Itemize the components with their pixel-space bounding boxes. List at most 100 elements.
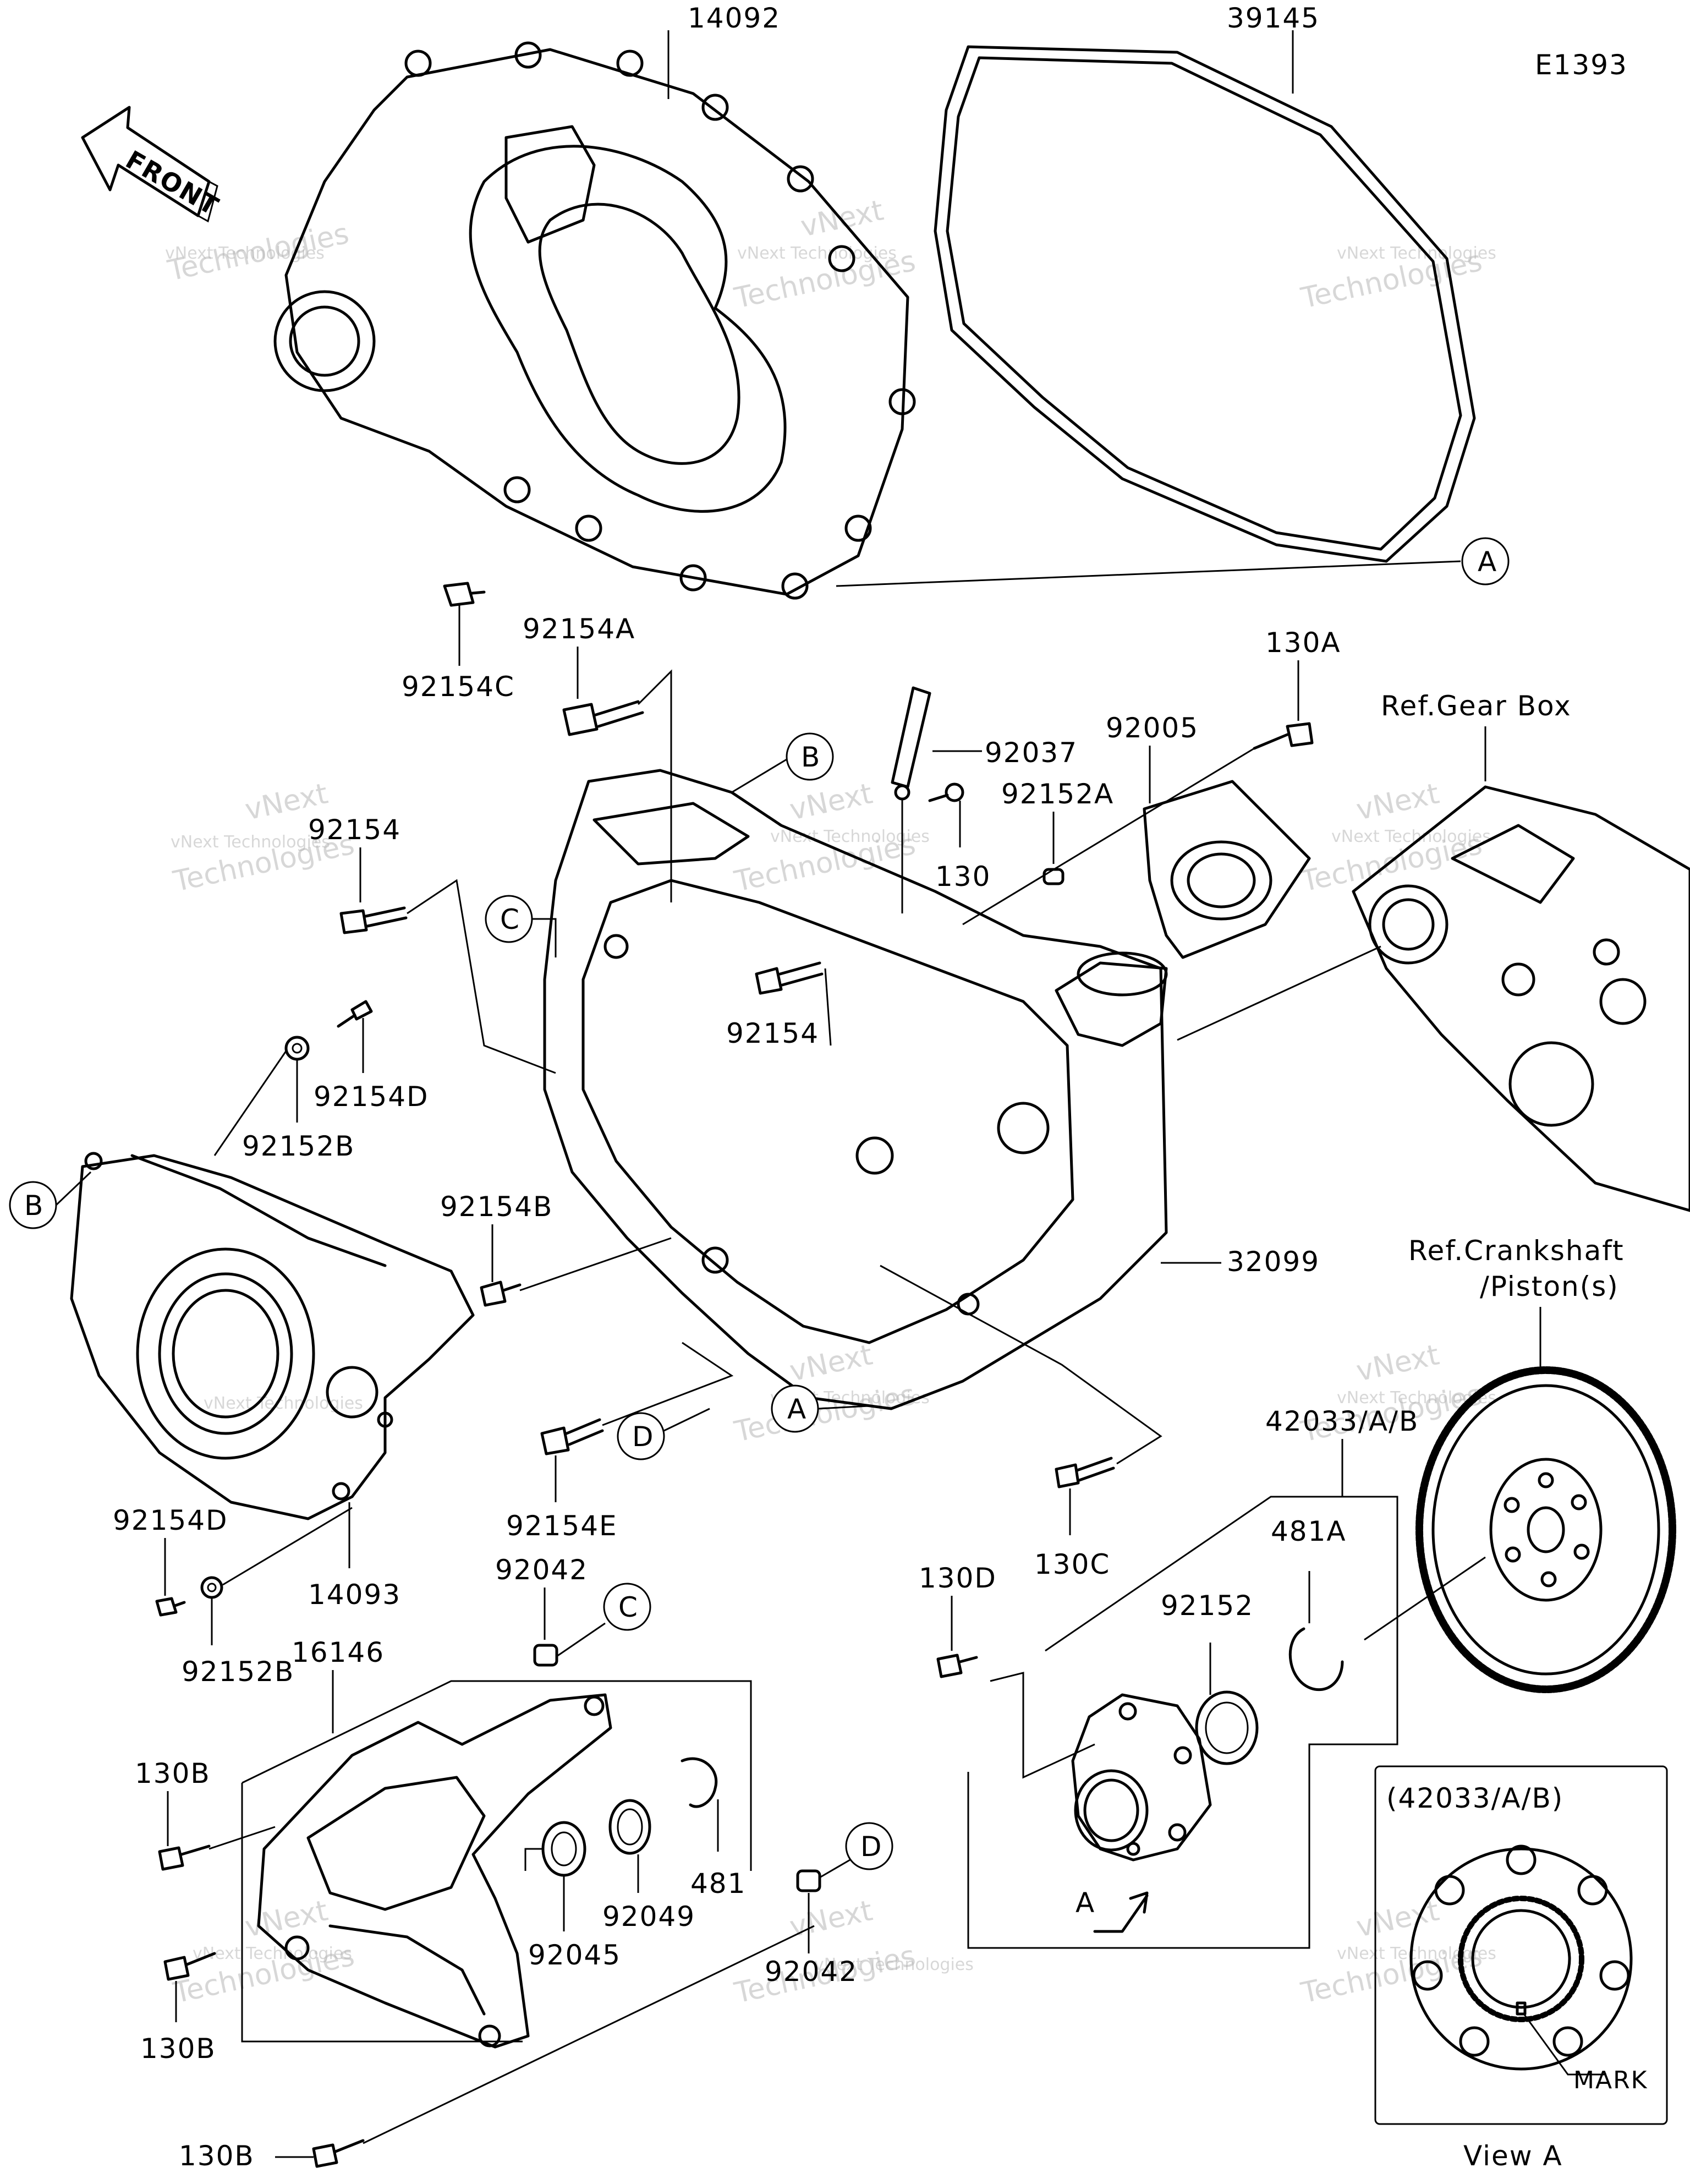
callout-c — [603, 1583, 651, 1631]
watermark: vNext Technologies — [204, 1394, 363, 1413]
clutch-cover-drawing — [273, 41, 916, 600]
part-label-92152a: 92152A — [1001, 778, 1114, 810]
part-label-92154d-top: 92154D — [314, 1081, 429, 1113]
part-label-92152b-bot: 92152B — [182, 1656, 294, 1688]
part-label-130b-1: 130B — [135, 1758, 211, 1789]
hub-42033-drawing — [1071, 1693, 1212, 1862]
part-label-92154b: 92154B — [440, 1191, 553, 1223]
part-label-92045: 92045 — [528, 1939, 621, 1971]
callout-a — [1461, 537, 1510, 585]
bolt-92154a — [562, 700, 644, 736]
part-label-130b-3: 130B — [179, 2140, 255, 2172]
seal-92045 — [541, 1821, 586, 1877]
view-a-footer: View A — [1463, 2140, 1563, 2172]
bolt-92154c — [443, 582, 486, 607]
svg-text:A: A — [787, 1393, 807, 1425]
svg-text:C: C — [500, 904, 520, 935]
part-label-130b-2: 130B — [140, 2033, 216, 2065]
left-cover-drawing — [70, 1152, 475, 1520]
dowel-92042-bot — [796, 1869, 821, 1892]
part-label-130: 130 — [935, 861, 991, 893]
watermark: vNext Technologies — [770, 827, 930, 846]
part-label-39145: 39145 — [1227, 2, 1320, 34]
gasket-drawing — [934, 45, 1476, 563]
part-label-130c: 130C — [1034, 1548, 1110, 1580]
watermark: vNext Technologies — [193, 1944, 352, 1963]
callout-b — [786, 732, 834, 781]
bolt-92154-mid — [755, 961, 824, 995]
circlip-481 — [681, 1757, 718, 1808]
part-label-92037: 92037 — [985, 737, 1078, 769]
washer-92152b-bot — [200, 1576, 223, 1599]
part-label-16146: 16146 — [292, 1636, 385, 1668]
view-a-arrow — [1093, 1894, 1149, 1933]
front-arrow-icon: FRONT — [81, 106, 224, 223]
watermark: vNext Technologies — [165, 244, 325, 263]
dipstick-92037 — [891, 686, 931, 801]
watermark: vNext Technologies — [1331, 827, 1491, 846]
watermark: vNext — [1353, 777, 1442, 826]
watermark: vNext — [242, 1894, 331, 1944]
ref-gear-box: Ref.Gear Box — [1381, 690, 1572, 722]
part-label-92154c: 92154C — [402, 671, 515, 703]
bearing-92152 — [1195, 1690, 1259, 1765]
watermark: vNext — [1353, 1894, 1442, 1944]
part-label-92152b-top: 92152B — [242, 1130, 355, 1162]
bolt-130a — [1253, 722, 1314, 750]
bolt-130b-1 — [158, 1844, 211, 1871]
svg-text:B: B — [801, 741, 821, 773]
watermark: vNext Technologies — [171, 833, 330, 852]
bolt-130b-3 — [312, 2139, 365, 2168]
diagram-code: E1393 — [1535, 49, 1628, 81]
bolt-92154d-top — [337, 1000, 373, 1028]
part-label-92042-bot: 92042 — [765, 1956, 858, 1988]
guide-16146-drawing — [257, 1693, 612, 2049]
ref-crankshaft: Ref.Crankshaft — [1408, 1235, 1625, 1267]
circlip-481a — [1288, 1627, 1344, 1692]
part-label-481a: 481A — [1271, 1515, 1347, 1547]
part-label-92154e: 92154E — [506, 1510, 618, 1542]
flywheel-drawing — [1415, 1366, 1676, 1693]
watermark: vNext — [787, 1338, 875, 1388]
callout-d — [617, 1412, 665, 1460]
part-label-92154d-bot: 92154D — [113, 1504, 228, 1536]
watermark: vNext — [787, 777, 875, 826]
part-label-14093: 14093 — [308, 1579, 401, 1611]
bolt-92154d-bot — [155, 1597, 186, 1617]
bolt-130b-2 — [163, 1952, 216, 1981]
view-a-mark: MARK — [1573, 2066, 1648, 2094]
part-label-130a: 130A — [1265, 627, 1341, 659]
part-label-92154a: 92154A — [523, 613, 635, 645]
svg-text:B: B — [24, 1190, 44, 1222]
seal-92049 — [608, 1799, 651, 1855]
part-label-92154-mid: 92154 — [726, 1017, 819, 1049]
part-label-92049: 92049 — [602, 1901, 695, 1933]
part-label-130d: 130D — [919, 1562, 997, 1594]
svg-text:D: D — [632, 1421, 655, 1453]
part-label-32099: 32099 — [1227, 1246, 1320, 1278]
ref-piston: /Piston(s) — [1480, 1271, 1619, 1302]
part-label-481: 481 — [690, 1868, 746, 1900]
washer-92152a — [1042, 868, 1065, 885]
bolt-130 — [928, 782, 964, 802]
view-a-indicator: A — [1076, 1887, 1095, 1919]
svg-text:A: A — [1478, 546, 1497, 578]
watermark: vNext Technologies — [1337, 244, 1496, 263]
crankcase-cover-drawing — [543, 769, 1168, 1410]
part-label-92005: 92005 — [1106, 712, 1199, 744]
view-a-inset: (42033/A/B) MARK — [1374, 1765, 1668, 2125]
svg-text:D: D — [860, 1831, 883, 1863]
washer-92152b-top — [284, 1036, 310, 1061]
bolt-92154e — [540, 1418, 604, 1455]
callout-d — [845, 1822, 893, 1870]
watermark: vNext Technologies — [814, 1955, 974, 1974]
part-label-92152: 92152 — [1161, 1590, 1254, 1622]
part-label-92042-top: 92042 — [495, 1554, 588, 1586]
fitting-92005 — [1143, 780, 1311, 959]
bolt-130c — [1055, 1457, 1115, 1488]
part-label-14092: 14092 — [688, 2, 781, 34]
watermark: vNext Technologies — [1337, 1944, 1496, 1963]
svg-text:C: C — [618, 1591, 639, 1623]
part-label-42033: 42033/A/B — [1265, 1405, 1419, 1437]
